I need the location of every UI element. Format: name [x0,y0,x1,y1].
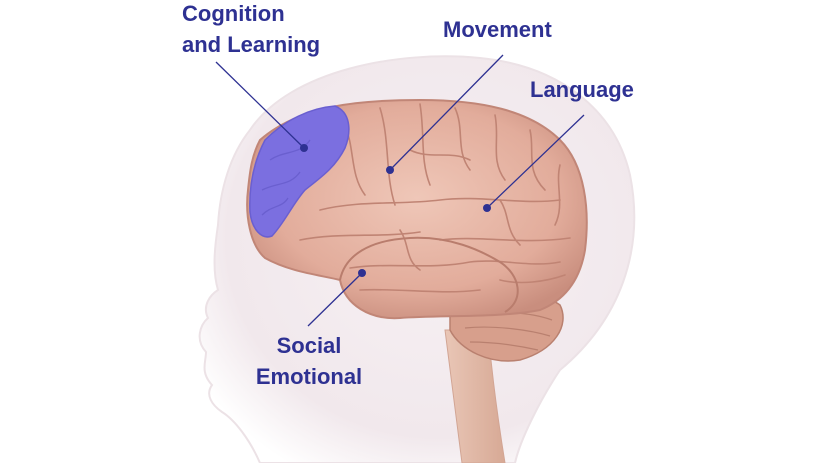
movement-label-line-1: Movement [443,17,552,42]
cognition-label-line-2: and Learning [182,32,321,57]
cognition-label: Cognition and Learning [182,0,320,60]
cognition-dot [300,144,308,152]
social-label-line-2: Emotional [255,364,363,389]
language-dot [483,204,491,212]
social-label-line-1: Social [276,333,342,358]
movement-label: Movement [443,14,552,45]
cognition-region [249,105,350,238]
social-leader-line [307,272,363,327]
movement-dot [386,166,394,174]
movement-leader-line [389,54,504,171]
leader-dots [300,144,491,277]
social-dot [358,269,366,277]
social-emotional-label: Social Emotional [245,330,373,392]
brain-stem [444,329,506,463]
cognition-label-line-1: Cognition [182,1,285,26]
language-label-line-1: Language [530,77,634,102]
language-label: Language [530,74,634,105]
cognition-leader-line [215,61,305,149]
language-leader-line [486,114,585,209]
leader-lines [215,54,585,327]
